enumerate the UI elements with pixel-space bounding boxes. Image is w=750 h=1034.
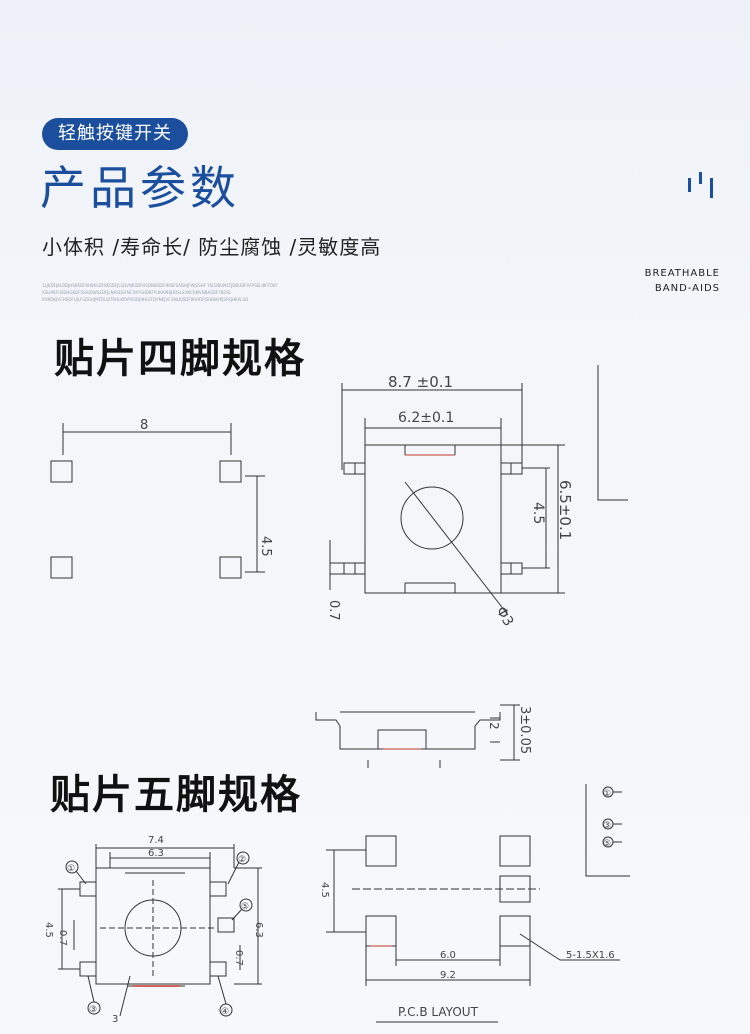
dim-label: 4.5 bbox=[530, 502, 546, 524]
pin-label: ① bbox=[603, 789, 611, 799]
dim-label: Φ3 bbox=[493, 604, 517, 629]
dim-label: 7.4 bbox=[148, 835, 164, 846]
dim-label: 0.7 bbox=[326, 600, 341, 621]
dim-label: 2 bbox=[487, 722, 501, 730]
dim-label: 3 bbox=[112, 1014, 118, 1025]
feature-subtitle: 小体积 /寿命长/ 防尘腐蚀 /灵敏度高 bbox=[42, 235, 382, 259]
pcb-layout bbox=[326, 784, 630, 1023]
dim-label: 0.7 bbox=[57, 930, 68, 946]
dim-label: 6.0 bbox=[440, 950, 456, 961]
brand-tagline: BREATHABLE BAND-AIDS bbox=[645, 266, 720, 296]
fine-print-line: KVNDKJVCHSDFUJLFSDGHJMFDL8ITRHLKRVPXSDJ9… bbox=[42, 297, 249, 302]
fine-print-line: 1LJKDFJ8LDDJHSKKDF8H9KSDF8KSDFJLSDVNKSDF… bbox=[42, 283, 278, 288]
four-pin-top-view bbox=[329, 365, 628, 616]
pad bbox=[50, 556, 73, 579]
dim-label: 6.2±0.1 bbox=[398, 410, 454, 426]
dim-label: 0.7 bbox=[233, 950, 244, 966]
pad bbox=[219, 556, 242, 579]
section-title-four-pin: 贴片四脚规格 bbox=[54, 336, 306, 382]
page-title: 产品参数 bbox=[40, 161, 240, 215]
pad bbox=[50, 460, 73, 483]
four-pin-footprint bbox=[50, 423, 265, 579]
tagline-line-1: BREATHABLE bbox=[644, 268, 720, 279]
pin-label: ③ bbox=[89, 1005, 97, 1015]
pin-label: ③ bbox=[603, 821, 611, 831]
section-title-five-pin: 贴片五脚规格 bbox=[50, 772, 302, 818]
fine-print-line: XSUAKFUSDHGKDFSSHIDWSSDFJLNASDSFNCXKYSHD… bbox=[42, 290, 232, 295]
five-pin-top-view bbox=[58, 844, 262, 1017]
pad bbox=[219, 460, 242, 483]
dim-label: 6.3 bbox=[253, 922, 264, 938]
switch-body bbox=[364, 444, 502, 594]
switch-body bbox=[95, 867, 211, 985]
dim-label: 8.7 ±0.1 bbox=[388, 373, 453, 391]
pin-label: ② bbox=[238, 855, 246, 865]
dim-label: 3±0.05 bbox=[517, 706, 532, 754]
pin-label: ① bbox=[67, 864, 75, 874]
fine-print: 1LJKDFJ8LDDJHSKKDF8H9KSDF8KSDFJLSDVNKSDF… bbox=[42, 282, 342, 303]
pin-label: ⑤ bbox=[603, 839, 611, 849]
dim-label: 6.5±0.1 bbox=[556, 480, 574, 540]
category-badge: 轻触按键开关 bbox=[42, 118, 188, 150]
dim-label: 4.5 bbox=[319, 882, 330, 898]
dim-label: 4.5 bbox=[258, 536, 273, 557]
tagline-line-2: BAND-AIDS bbox=[654, 283, 720, 294]
pcb-layout-label: P.C.B LAYOUT bbox=[398, 1005, 479, 1019]
dim-label: 9.2 bbox=[440, 970, 456, 981]
bars-icon bbox=[688, 172, 713, 198]
dim-label: 6.3 bbox=[148, 848, 164, 859]
dim-label: 5-1.5X1.6 bbox=[566, 950, 615, 961]
four-pin-side-view bbox=[315, 704, 520, 768]
dim-label: 4.5 bbox=[43, 922, 54, 938]
pin-label: ⑤ bbox=[241, 902, 249, 912]
dim-label: 8 bbox=[140, 418, 148, 433]
pin-label: ④ bbox=[221, 1007, 229, 1017]
button-circle bbox=[400, 486, 464, 550]
